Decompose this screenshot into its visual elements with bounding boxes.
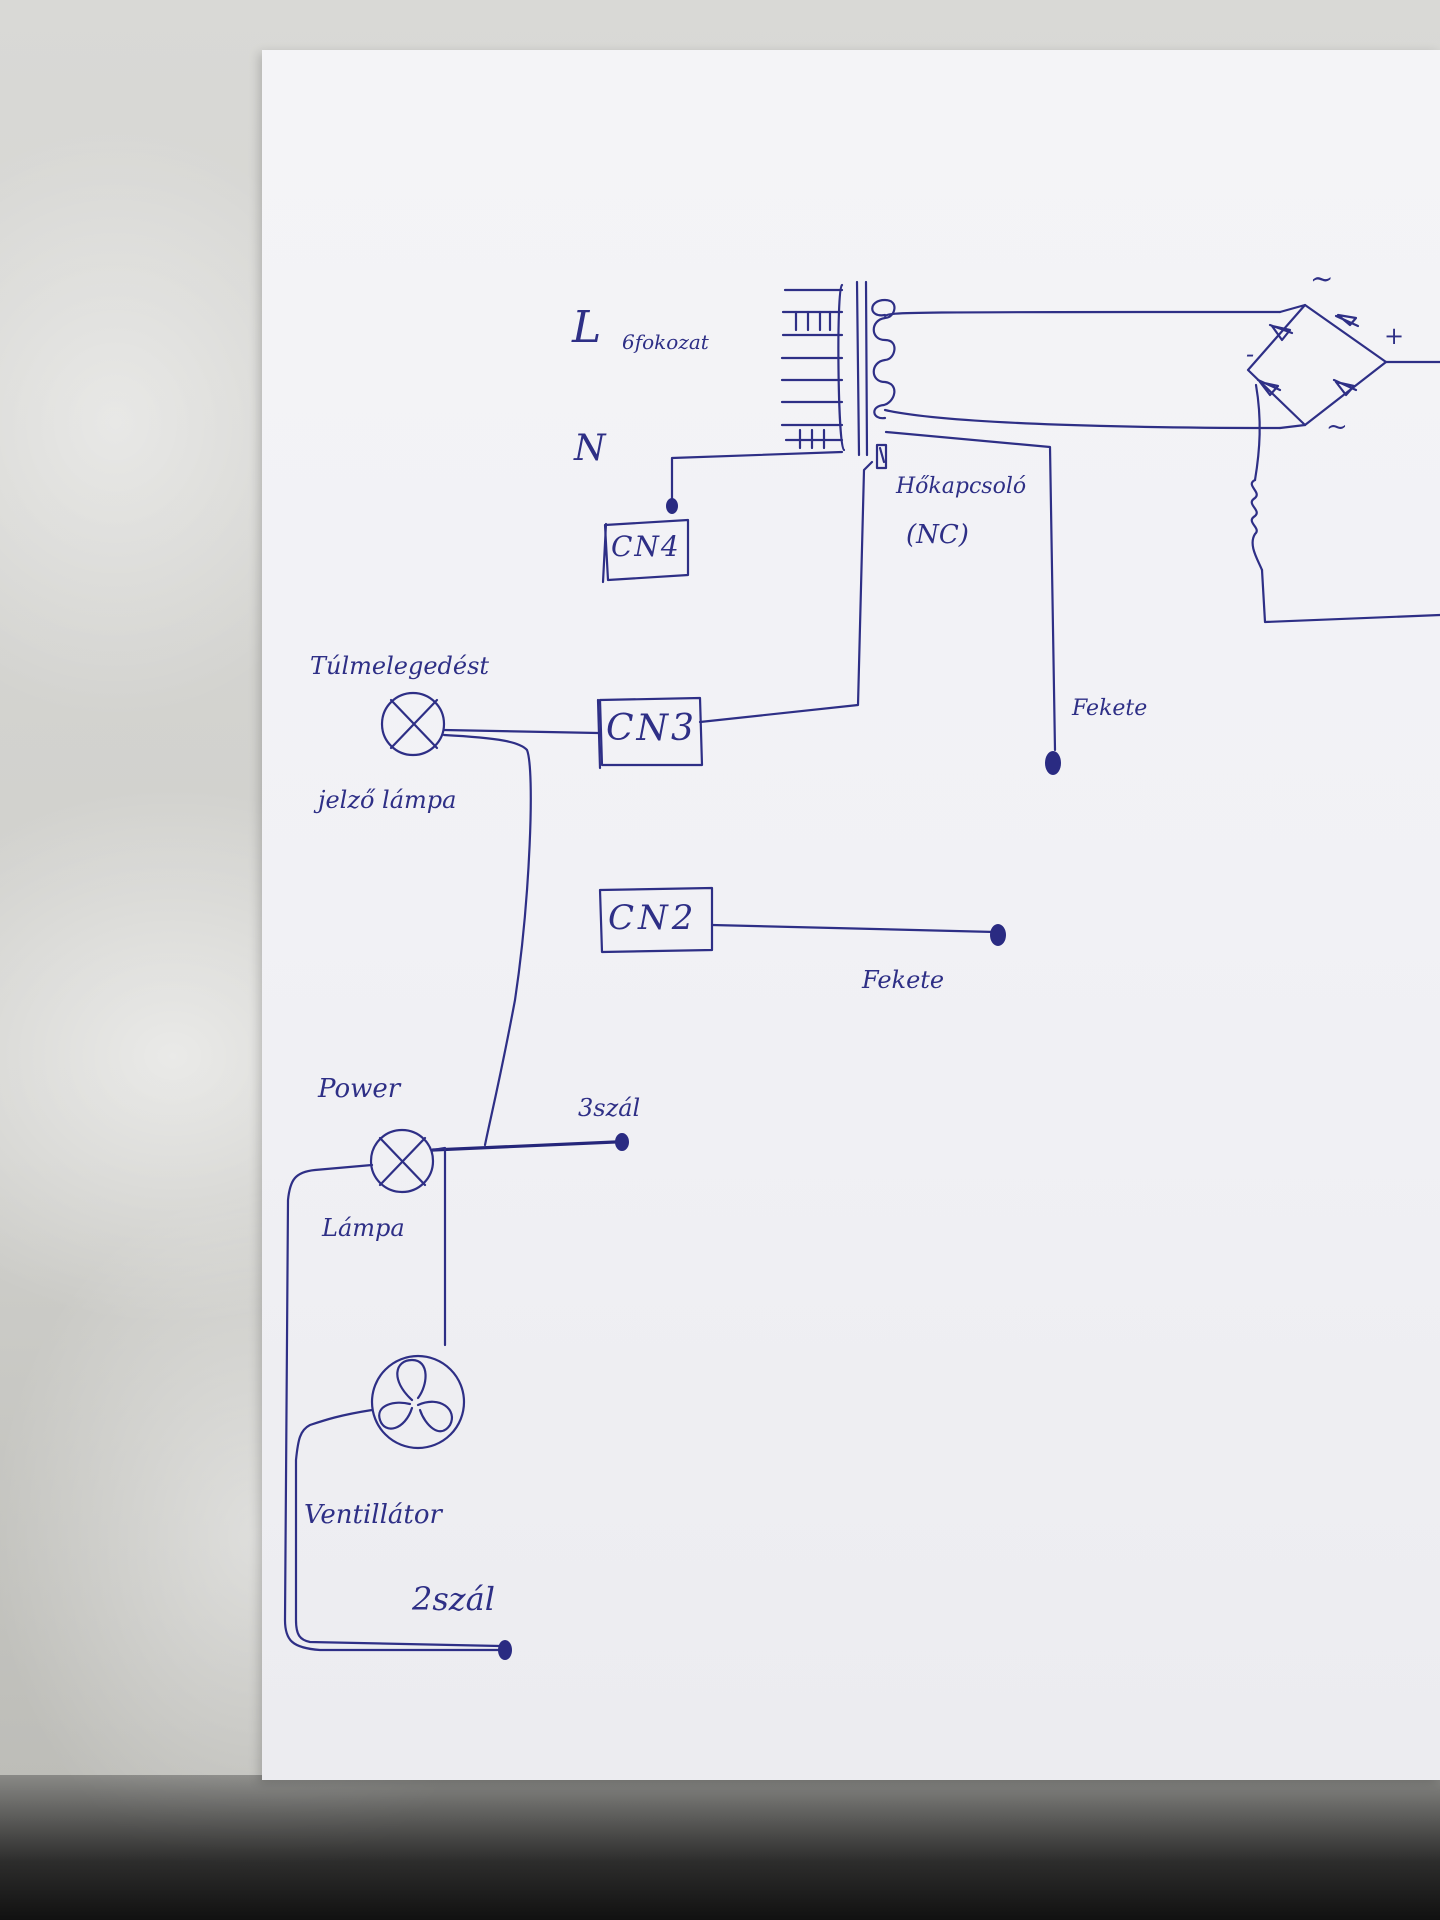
thermal-switch-nc-label: (NC) <box>906 520 969 550</box>
wire-end-dots <box>498 498 1061 1660</box>
power-lamp-label-2: Lámpa <box>322 1214 405 1242</box>
cn4-label: CN4 <box>611 530 681 563</box>
fan-label: Ventillátor <box>304 1500 442 1530</box>
bridge-rectifier <box>1246 303 1440 624</box>
overheat-lamp-symbol <box>380 691 600 1147</box>
overheat-lamp-label-1: Túlmelegedést <box>310 652 490 680</box>
thermal-switch-symbol <box>698 430 1057 752</box>
2szal-wire-end <box>498 1640 512 1660</box>
power-lamp-symbol <box>283 1128 617 1652</box>
transformer-secondary-winding <box>871 298 1282 430</box>
cn2-connector-box <box>598 886 997 954</box>
three-wire-label: 3szál <box>578 1094 641 1122</box>
bottom-shadow <box>0 1775 1440 1920</box>
rectifier-minus-label: - <box>1246 340 1255 368</box>
two-wire-label: 2szál <box>412 1580 495 1618</box>
rectifier-ac-bottom-label: ~ <box>1326 412 1348 442</box>
cn4-wire-end <box>666 498 678 514</box>
fan-symbol <box>294 1354 502 1648</box>
transformer-l-label: L <box>572 302 602 353</box>
cn3-connector-box <box>596 696 704 770</box>
paper-sheet <box>262 50 1440 1780</box>
transformer-primary-label: 6fokozat <box>622 330 709 354</box>
transformer-core <box>855 280 869 457</box>
cn4-connector-box <box>601 518 690 584</box>
rectifier-plus-label: + <box>1384 322 1405 350</box>
transformer-n-label: N <box>574 428 606 469</box>
fekete-label-1: Fekete <box>1072 696 1148 721</box>
cn2-label: CN2 <box>608 898 698 938</box>
cn3-label: CN3 <box>606 708 697 749</box>
fekete-1-wire-end <box>1045 751 1061 775</box>
fekete-label-2: Fekete <box>862 966 945 994</box>
overheat-lamp-label-2: jelző lámpa <box>318 786 457 814</box>
rectifier-ac-top-label: ~ <box>1310 262 1334 295</box>
3szal-wire-end <box>615 1133 629 1151</box>
power-lamp-label-1: Power <box>318 1074 401 1104</box>
transformer-primary-winding <box>670 283 846 502</box>
fekete-2-wire-end <box>990 924 1006 946</box>
thermal-switch-label: Hőkapcsoló <box>896 474 1027 499</box>
